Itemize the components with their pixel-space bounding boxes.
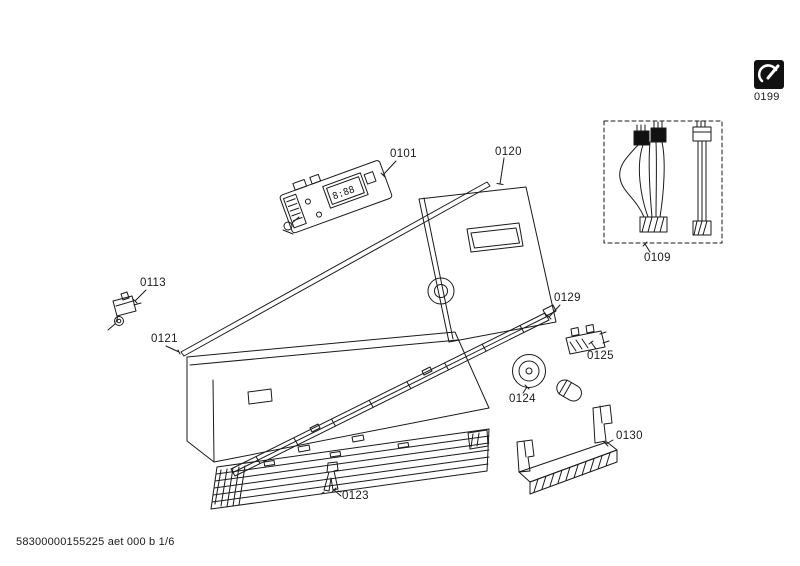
part-0130-end-bracket (516, 404, 618, 495)
part-label-0120: 0120 (495, 146, 522, 158)
part-label-0101: 0101 (390, 148, 417, 160)
part-label-0125: 0125 (587, 350, 614, 362)
part-label-0109: 0109 (644, 252, 671, 264)
part-0129-mounting-strip (230, 304, 557, 477)
part-label-0113: 0113 (140, 277, 166, 289)
corner-icon-label: 0199 (754, 91, 780, 103)
part-0120-control-panel-fascia (418, 186, 557, 343)
bottom-profile-strip (210, 428, 490, 510)
part-label-0129: 0129 (554, 292, 581, 304)
document-code: 58300000155225 aet 000 b 1/6 (16, 536, 175, 548)
part-label-0121: 0121 (151, 333, 178, 345)
panel-body (186, 331, 490, 463)
part-0109-cable-harness (603, 120, 723, 244)
leader-lines (132, 157, 651, 497)
part-0124-knob (512, 354, 582, 402)
part-0123-clip (320, 461, 342, 495)
part-0113-switch (107, 291, 142, 331)
service-wrench-icon (754, 60, 784, 89)
part-label-0130: 0130 (616, 430, 643, 442)
part-0125-clip-bracket (565, 324, 610, 355)
part-0101-control-module: 8:88 (279, 160, 393, 235)
part-label-0123: 0123 (342, 490, 369, 502)
part-0121-trim-strip (180, 181, 491, 357)
part-label-0124: 0124 (509, 393, 536, 405)
